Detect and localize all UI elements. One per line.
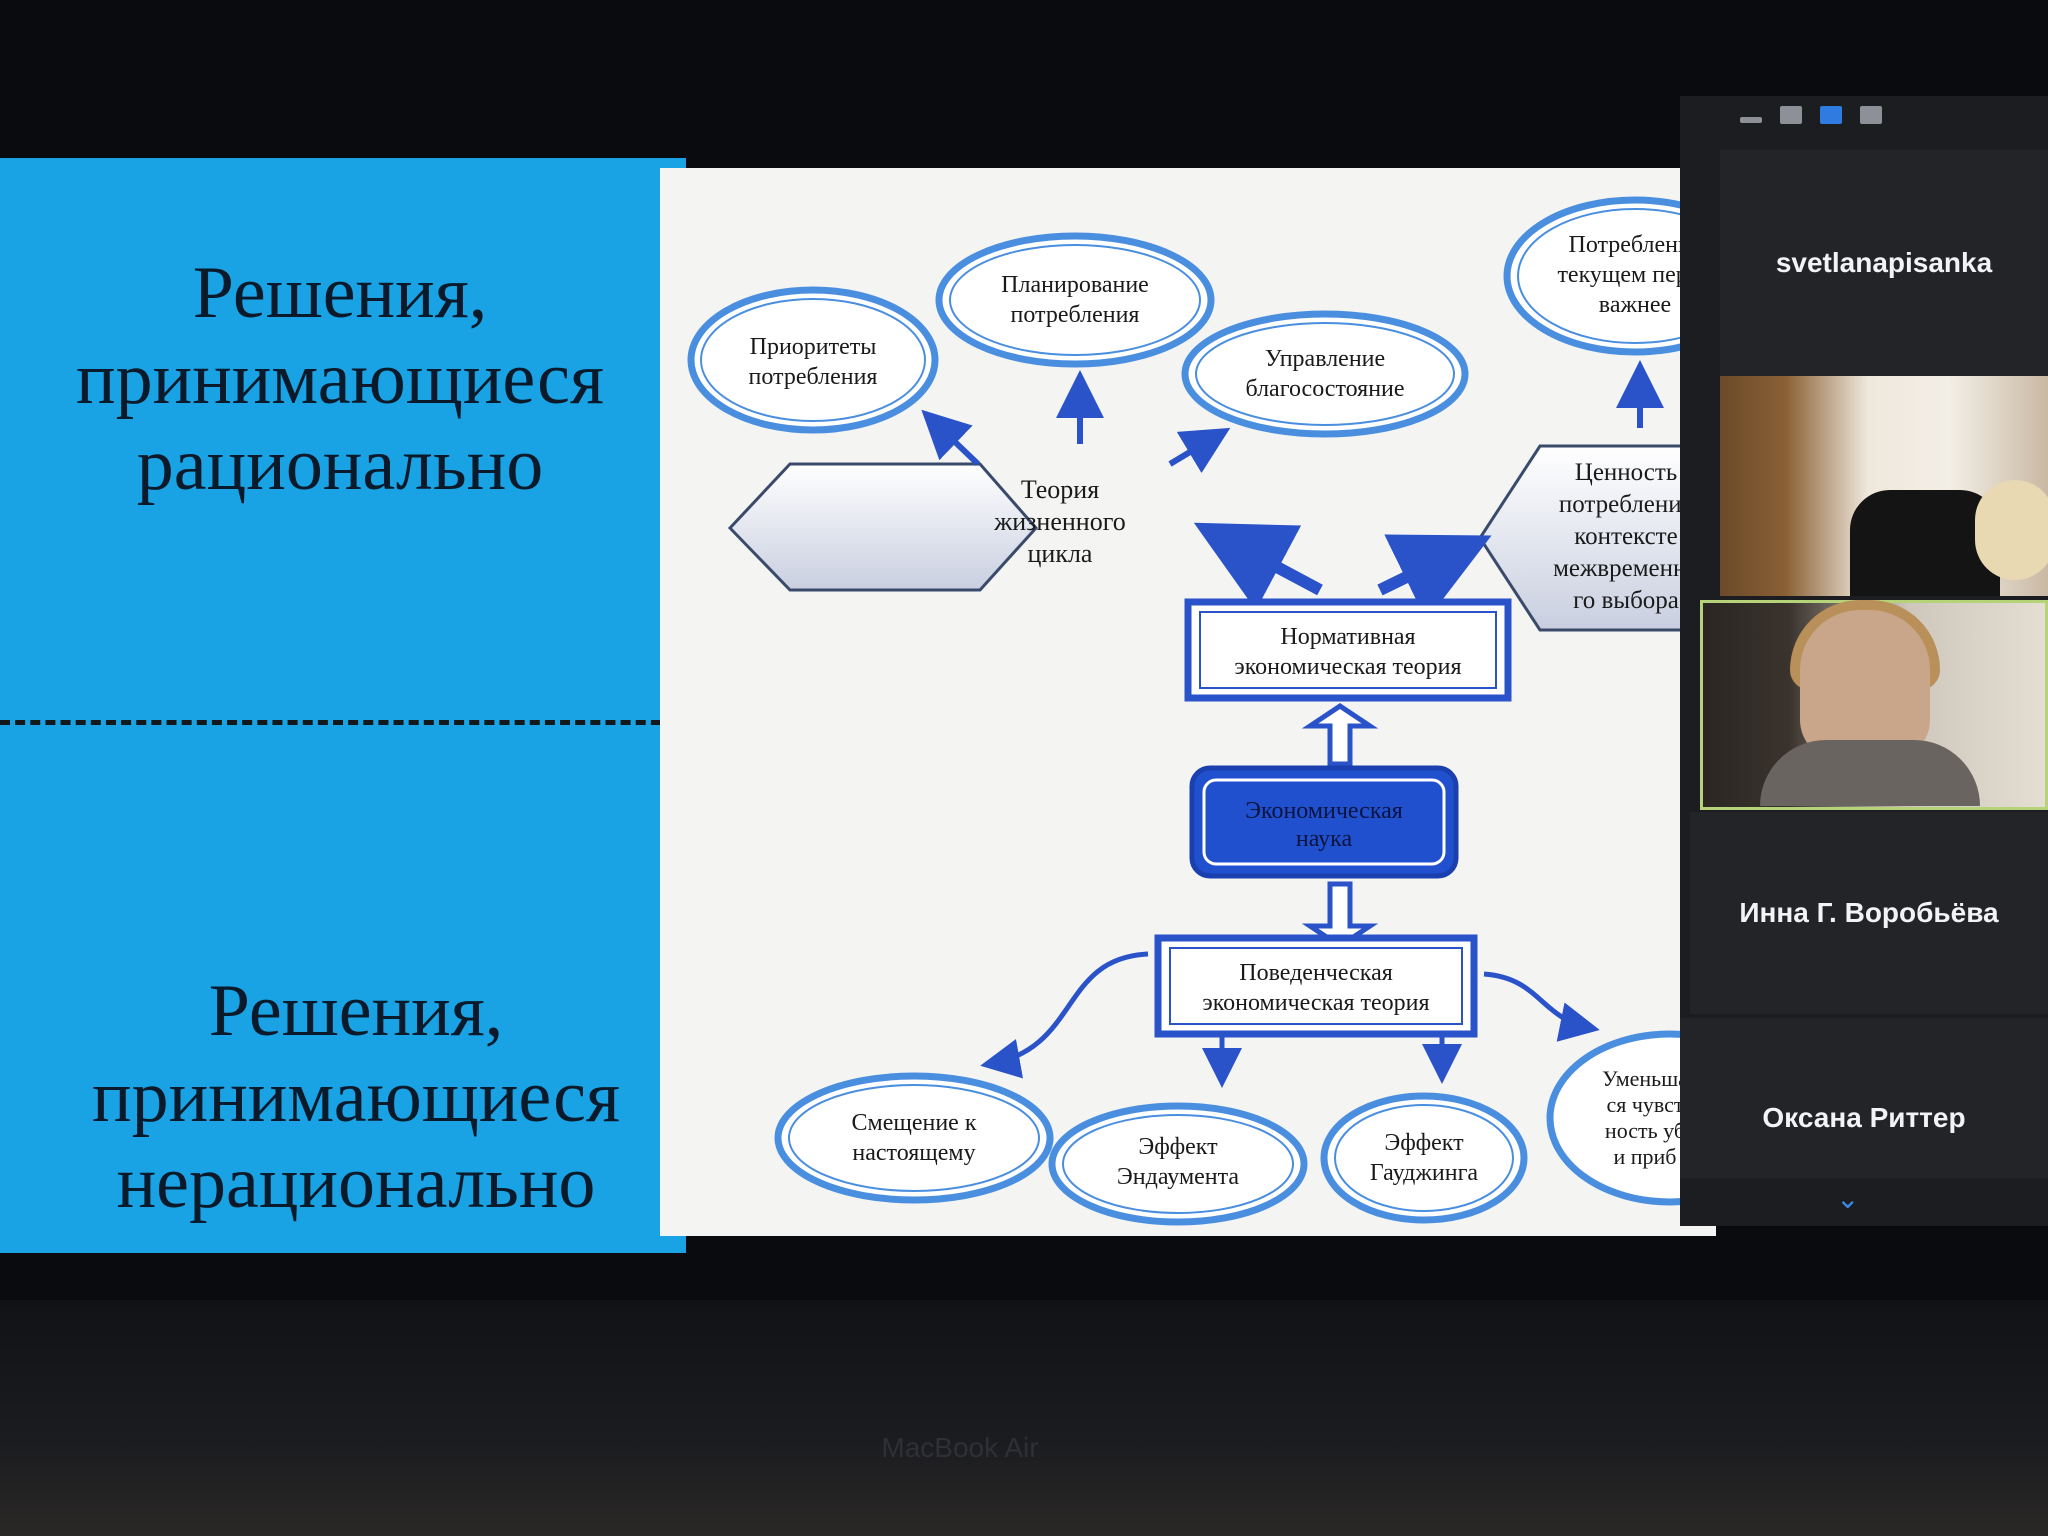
svg-text:жизненного: жизненного <box>993 507 1125 536</box>
svg-text:важнее: важнее <box>1599 292 1671 318</box>
participant-name: Оксана Риттер <box>1762 1102 1966 1133</box>
heading-line: принимающиеся <box>91 1056 620 1138</box>
view-toolbar <box>1740 106 1882 124</box>
participant-tile[interactable]: Инна Г. Воробьёва <box>1690 812 2048 1014</box>
node-present-bias: Смещение к настоящему <box>774 1072 1054 1204</box>
svg-text:Управление: Управление <box>1265 346 1385 372</box>
arrow <box>980 951 1149 1079</box>
svg-text:потребления: потребления <box>1559 491 1694 518</box>
heading-line: нерационально <box>116 1142 596 1224</box>
svg-text:Эффект: Эффект <box>1384 1130 1464 1156</box>
speaker-shoulders <box>1760 740 1980 806</box>
node-normative-theory: Нормативная экономическая теория <box>1184 598 1512 702</box>
node-text: потребления <box>749 364 878 390</box>
participant-name: Инна Г. Воробьёва <box>1739 897 1999 928</box>
svg-text:контексте: контексте <box>1574 523 1677 550</box>
svg-text:настоящему: настоящему <box>852 1140 975 1166</box>
heading-irrational: Решения, принимающиеся нерационально <box>16 968 696 1226</box>
node-diminishing: Уменьша ся чувст ность уб и приб <box>1546 1030 1716 1206</box>
node-priorities: Приоритеты потребления <box>687 286 939 434</box>
svg-text:Планирование: Планирование <box>1001 272 1149 298</box>
svg-text:потребления: потребления <box>749 364 878 390</box>
heading-line: принимающиеся <box>75 338 604 420</box>
node-lifecycle: Теория жизненного цикла <box>727 462 1126 592</box>
arrow <box>1483 971 1600 1042</box>
svg-text:Приоритеты: Приоритеты <box>750 334 877 360</box>
node-text: Приоритеты <box>750 334 877 360</box>
grid-view-icon[interactable] <box>1860 106 1882 124</box>
speaker-face <box>1800 610 1930 760</box>
participant-tile[interactable]: svetlanapisanka <box>1720 150 2048 376</box>
single-view-icon[interactable] <box>1780 106 1802 124</box>
svg-text:межвременно: межвременно <box>1553 555 1699 582</box>
node-behavioral-theory: Поведенческая экономическая теория <box>1154 934 1478 1038</box>
video-person <box>1975 480 2048 580</box>
svg-text:благосостояние: благосостояние <box>1245 376 1404 402</box>
svg-text:наука: наука <box>1296 826 1353 852</box>
node-economic-science: Экономическая наука <box>1189 765 1459 879</box>
svg-text:Смещение к: Смещение к <box>852 1110 977 1136</box>
arrow-up <box>1301 702 1379 767</box>
chevron-down-icon[interactable]: ⌄ <box>1836 1182 1860 1215</box>
economics-diagram: Приоритеты потребления Планирование потр… <box>687 196 1716 1226</box>
strip-view-icon[interactable] <box>1820 106 1842 124</box>
arrow <box>921 409 981 467</box>
heading-line: Решения, <box>192 252 488 334</box>
svg-text:экономическая теория: экономическая теория <box>1234 654 1461 680</box>
node-planning: Планирование потребления <box>935 232 1215 368</box>
svg-text:Эндаумента: Эндаумента <box>1117 1164 1239 1190</box>
svg-text:Нормативная: Нормативная <box>1280 624 1415 650</box>
svg-text:экономическая теория: экономическая теория <box>1202 990 1429 1016</box>
heading-line: Решения, <box>208 970 504 1052</box>
svg-text:ность уб: ность уб <box>1605 1118 1685 1143</box>
svg-text:Поведенческая: Поведенческая <box>1239 960 1393 986</box>
participant-name: svetlanapisanka <box>1775 247 1993 278</box>
svg-text:и приб: и приб <box>1613 1144 1676 1169</box>
svg-text:Теория: Теория <box>1021 475 1099 504</box>
node-value-intertemporal: Ценность потребления контексте межвремен… <box>1478 444 1716 632</box>
svg-text:Эффект: Эффект <box>1138 1134 1218 1160</box>
svg-text:Экономическая: Экономическая <box>1245 798 1403 824</box>
svg-text:Ценность: Ценность <box>1575 459 1677 486</box>
participant-tile[interactable]: Оксана Риттер <box>1680 1018 2048 1178</box>
svg-text:Гауджинга: Гауджинга <box>1370 1160 1479 1186</box>
laptop-bezel <box>0 1300 2048 1536</box>
heading-line: рационально <box>136 424 544 506</box>
svg-text:цикла: цикла <box>1028 539 1093 568</box>
node-endowment-effect: Эффект Эндаумента <box>1048 1102 1308 1226</box>
node-wealth: Управление благосостояние <box>1181 310 1469 438</box>
arrow <box>1193 522 1323 611</box>
slide-left-panel <box>0 158 686 1253</box>
arrow <box>1168 427 1231 474</box>
svg-text:ся чувст: ся чувст <box>1606 1092 1683 1117</box>
device-label: MacBook Air <box>881 1432 1039 1463</box>
heading-rational: Решения, принимающиеся рационально <box>0 250 680 508</box>
svg-text:го выбора: го выбора <box>1573 587 1679 614</box>
minimize-icon[interactable] <box>1740 117 1762 123</box>
svg-text:Потребление: Потребление <box>1568 232 1701 258</box>
svg-text:потребления: потребления <box>1011 302 1140 328</box>
node-gauding-effect: Эффект Гауджинга <box>1320 1092 1528 1224</box>
svg-text:Уменьша: Уменьша <box>1602 1066 1688 1091</box>
arrow <box>1377 534 1492 621</box>
dashed-divider <box>0 720 676 725</box>
